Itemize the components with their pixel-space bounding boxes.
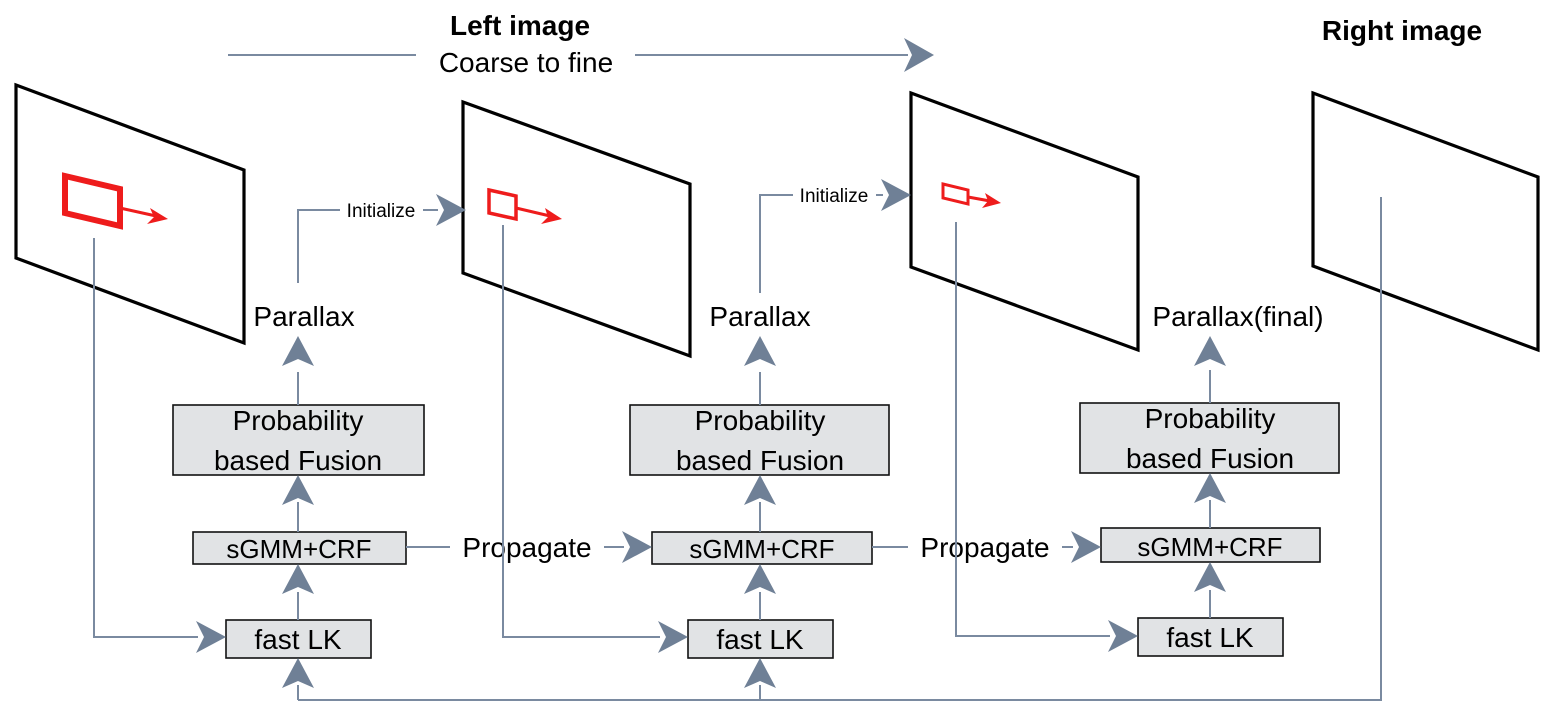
right-image-feedback-bus xyxy=(282,197,1382,701)
fusion-label-2b: based Fusion xyxy=(676,445,844,476)
fusion-label-3b: based Fusion xyxy=(1126,443,1294,474)
lk-box-1 xyxy=(225,619,372,659)
left-image-to-lk-3 xyxy=(955,222,1138,652)
left-image-frame-coarse xyxy=(14,82,246,346)
propagate-connector-1 xyxy=(406,531,652,563)
fusion-label-1a: Probability xyxy=(233,405,364,436)
lk-box-2 xyxy=(687,619,834,659)
fusion-label-2a: Probability xyxy=(695,405,826,436)
patch-fine xyxy=(941,182,1001,208)
fusion-box-3 xyxy=(1079,402,1340,474)
propagate-label-2: Propagate xyxy=(920,532,1049,563)
sgmm-label-2: sGMM+CRF xyxy=(689,534,834,564)
patch-coarse xyxy=(62,172,168,230)
lk-label-1: fast LK xyxy=(254,624,341,655)
fusion-label-3a: Probability xyxy=(1145,403,1276,434)
left-image-to-lk-1 xyxy=(93,238,226,653)
propagate-connector-2 xyxy=(872,531,1101,563)
left-image-to-lk-2 xyxy=(502,225,688,653)
initialize-label-2: Initialize xyxy=(800,186,869,207)
propagate-label-1: Propagate xyxy=(462,532,591,563)
left-image-frame-fine xyxy=(909,90,1140,353)
initialize-label-1: Initialize xyxy=(347,201,416,222)
stage-1-vertical-flow xyxy=(282,336,314,620)
right-image-frame xyxy=(1311,90,1540,353)
fusion-box-1 xyxy=(172,404,425,476)
fusion-box-2 xyxy=(629,404,890,476)
initialize-connector-1 xyxy=(297,194,466,283)
stage-2-vertical-flow xyxy=(744,336,776,620)
sgmm-label-1: sGMM+CRF xyxy=(226,534,371,564)
sgmm-box-1 xyxy=(192,531,407,565)
left-image-title: Left image xyxy=(450,10,590,41)
sgmm-label-3: sGMM+CRF xyxy=(1137,532,1282,562)
patch-middle xyxy=(487,187,562,224)
lk-box-3 xyxy=(1137,617,1284,657)
coarse-to-fine-label: Coarse to fine xyxy=(439,47,613,78)
initialize-connector-2 xyxy=(759,179,911,293)
lk-label-2: fast LK xyxy=(716,624,803,655)
right-image-title: Right image xyxy=(1322,15,1482,46)
left-image-frame-middle xyxy=(461,99,692,359)
lk-label-3: fast LK xyxy=(1166,622,1253,653)
stage-3-vertical-flow xyxy=(1194,336,1226,618)
coarse-to-fine-arrow xyxy=(228,38,934,72)
parallax-final-label: Parallax(final) xyxy=(1152,301,1323,332)
parallax-label-2: Parallax xyxy=(709,301,810,332)
parallax-label-1: Parallax xyxy=(253,301,354,332)
fusion-label-1b: based Fusion xyxy=(214,445,382,476)
